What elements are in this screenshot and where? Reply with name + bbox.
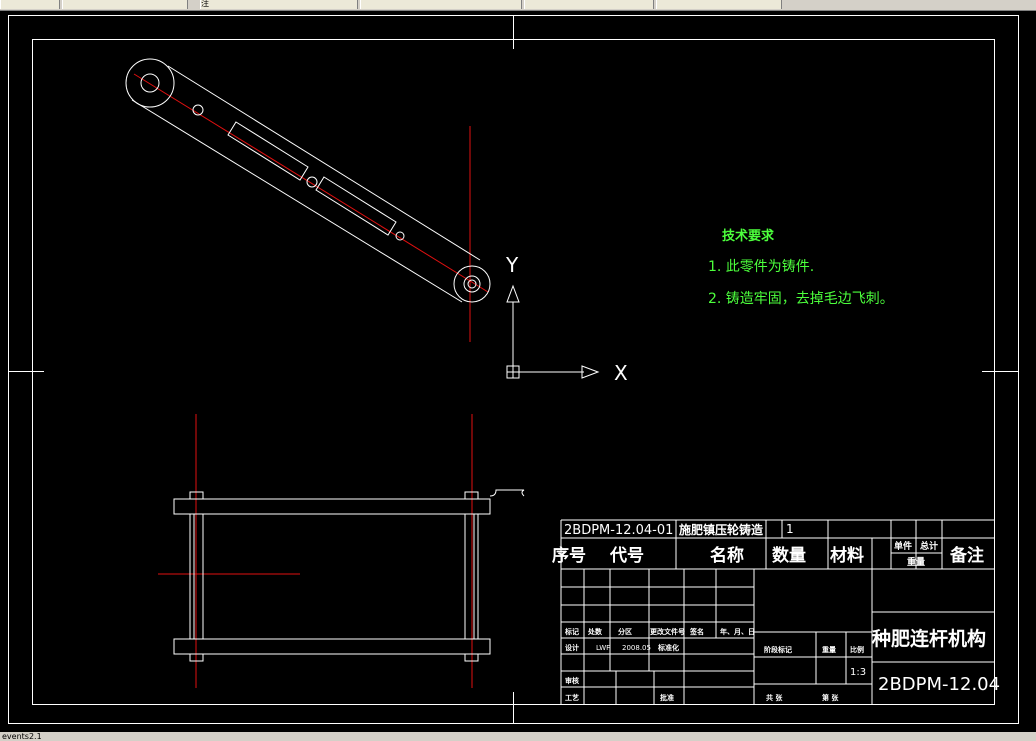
frame-post-left [189,513,204,640]
link-slot-2 [315,176,397,236]
std-label: 标准化 [657,643,679,652]
bolt-head-tl [189,491,204,500]
bolt-head-bl [189,653,204,662]
link-edge-lower [131,99,463,303]
bom-weight: 重量 [907,556,925,568]
bom-code: 2BDPM-12.04-01 [564,523,673,538]
link-slot-1 [227,121,309,181]
row-label-count: 处数 [587,627,603,636]
window-tab-2[interactable] [62,0,188,9]
notes-item-2: 2. 铸造牢固，去掉毛边飞刺。 [708,291,894,307]
link-boss-right [453,265,491,303]
bom-header-code: 代号 [609,545,644,566]
designer-name: LWF [596,644,610,652]
link-edge-upper [167,65,481,261]
link-small-hole-1 [192,104,204,116]
stage-label: 阶段标记 [764,645,792,654]
row-label-date: 年、月、日 [720,627,755,636]
bom-single: 单件 [894,540,912,552]
frame-post-right [464,513,479,640]
ucs-x-label: X [614,361,628,385]
window-tab-1[interactable] [0,0,60,9]
bom-remark: 备注 [949,545,984,566]
design-date: 2008.05 [622,644,651,652]
check-label: 审核 [565,676,579,685]
drawing-number: 2BDPM-12.04 [878,674,1000,695]
mass-label: 重量 [822,645,836,654]
frame-bar-bottom [173,638,491,655]
row-label-change: 更改文件号 [650,627,685,636]
bom-header-name: 名称 [710,545,744,566]
window-tab-bar: 注 [0,0,1036,11]
bom-header-material: 材料 [830,545,864,566]
status-bar: events2.1 [0,732,1036,741]
centerline-link-axis [133,73,489,293]
ucs-icon [506,284,600,379]
scale-label: 比例 [850,645,864,654]
bom-name: 施肥镇压轮铸造 [679,522,764,537]
window-tab-6[interactable] [656,0,782,9]
bom-header-no: 序号 [552,545,586,566]
process-label: 工艺 [565,693,579,702]
bom-total: 总计 [920,540,938,552]
scale-value: 1:3 [850,667,866,678]
drawing-canvas[interactable]: X Y 技术要求 1. 此零件为铸件. 2. 铸造牢固，去掉毛边飞刺。 [4,12,1032,732]
frame-break-line [489,489,525,497]
status-text: events2.1 [2,732,42,741]
bom-header-qty: 数量 [772,545,806,566]
link-small-hole-2 [306,176,318,188]
row-label-sign: 签名 [689,627,704,636]
link-hole-right [463,275,481,293]
link-hole-right-inner [467,279,477,289]
approve-label: 批准 [660,693,674,702]
row-label-mark: 标记 [564,627,579,636]
window-tab-5[interactable] [524,0,654,9]
bom-qty: 1 [786,522,794,536]
sheet-label: 第 张 [822,693,839,702]
window-tab-4[interactable] [360,0,522,9]
sheets-label: 共 张 [766,693,783,702]
frame-bar-top [173,498,491,515]
notes-item-1: 1. 此零件为铸件. [708,259,814,275]
part-name: 种肥连杆机构 [871,627,986,650]
link-hole-left [140,73,160,93]
row-label-zone: 分区 [618,627,632,636]
ucs-y-label: Y [505,253,519,277]
window-tab-3[interactable]: 注 [200,0,358,9]
design-label: 设计 [565,643,579,652]
bolt-head-br [464,653,479,662]
link-small-hole-3 [395,231,405,241]
notes-title: 技术要求 [722,228,775,244]
bolt-head-tr [464,491,479,500]
link-boss-left [125,58,175,108]
